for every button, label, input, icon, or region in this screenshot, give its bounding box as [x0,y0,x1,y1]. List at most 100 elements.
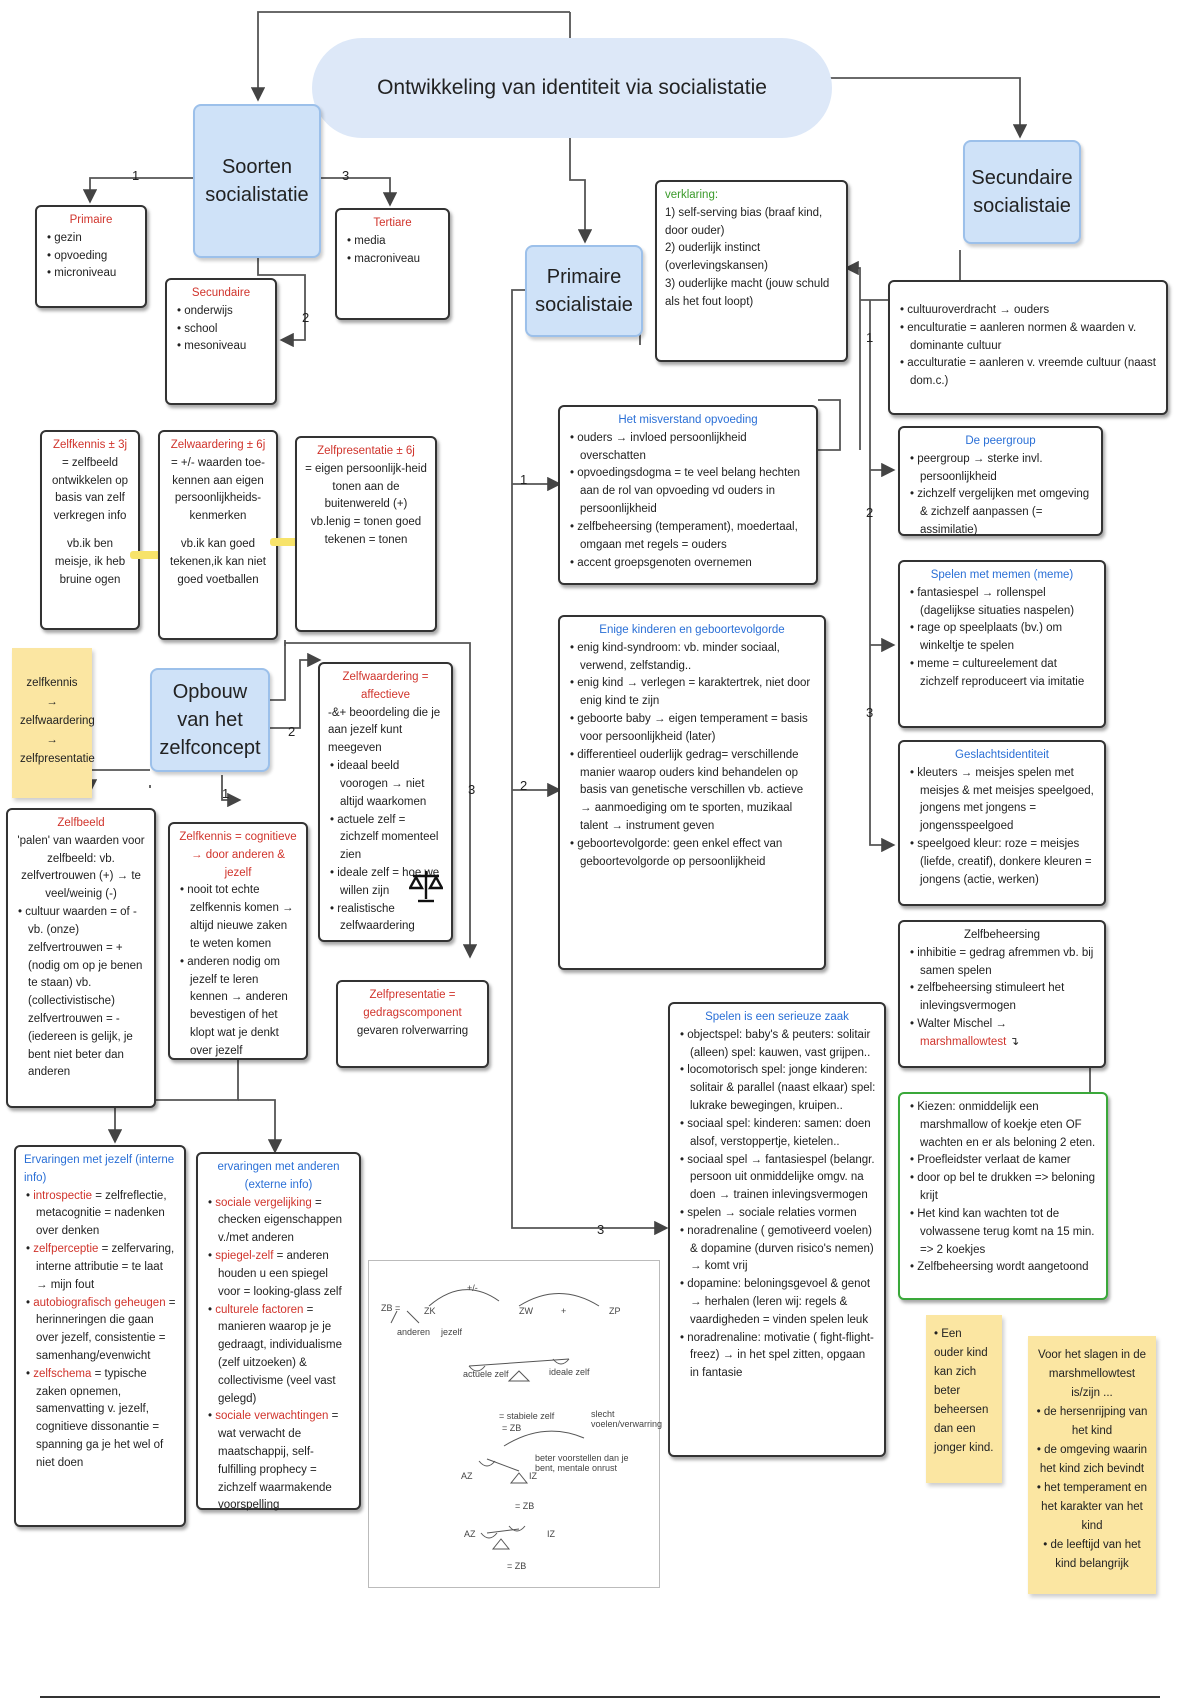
secundaire-hub-title: Secundaire socialistaie [971,167,1073,217]
sketch-label: IZ [529,1471,537,1481]
sketch-panel: ZB = ZK +/- ZW + ZP anderen jezelf actue… [368,1260,663,1588]
tertiaire-item: media [345,233,440,251]
branch-number: 2 [520,778,528,793]
marsh-item: Zelfbeheersing wordt aangetoond [908,1259,1098,1277]
misverstand-item: ouders → invloed persoonlijkheid oversch… [568,430,808,466]
zp-gedrag-text: gevaren rolverwarring [356,1024,469,1037]
branch-number: 1 [222,786,230,801]
note-slagen: Voor het slagen in de marshmellowtest is… [1028,1336,1156,1594]
scale-icon [409,871,443,903]
enige-item: differentieel ouderlijk gedrag= verschil… [568,747,816,836]
sketch-label: + [561,1306,567,1316]
sketch-label: slecht voelen/verwarring [591,1409,663,1429]
zelfpresentatie-example: vb.lenig = tonen goed tekenen = tonen [310,516,422,547]
ervaring-item: culturele factoren = manieren waarop je … [206,1302,351,1409]
zelfkennis-text: = zelfbeeld ontwikkelen op basis van zel… [51,456,129,523]
misverstand-title: Het misverstand opvoeding [618,414,758,426]
zelfbeheersing-item: zelfbeheersing stimuleert het inlevingsv… [908,980,1096,1016]
ervaring-item: autobiografisch geheugen = herinneringen… [24,1295,176,1366]
note-slagen-item: • het temperament en het karakter van he… [1036,1481,1148,1532]
ervaringen-jezelf-title: Ervaringen met jezelf (interne info) [24,1154,175,1184]
misverstand-item: accent groepsgenoten overnemen [568,555,808,573]
zelfpresentatie-box: Zelfpresentatie ± 6j = eigen persoonlijk… [295,436,437,632]
ervaringen-jezelf-box: Ervaringen met jezelf (interne info) int… [14,1145,186,1527]
cultuur-item: cultuuroverdracht → ouders [898,302,1158,320]
zw-affectief-lead: -&+ beoordeling die je aan jezelf kunt m… [328,706,441,755]
zelfpresentatie-gedrag-box: Zelfpresentatie = gedragscomponent gevar… [336,980,489,1068]
ervaring-rest: = zelfreflectie, metacognitie = nadenken… [36,1189,167,1238]
note-slagen-text: het temperament en het karakter van het … [1041,1481,1148,1532]
zelfwaardering-title: Zelwaardering ± 6j [170,439,266,451]
zelfbeeld-text: 'palen' van waarden voor zelfbeeld: vb. … [17,834,145,901]
ervaring-item: spiegel-zelf = anderen houden u een spie… [206,1248,351,1301]
link-tie [130,551,164,559]
geslacht-title: Geslachtsidentiteit [955,749,1049,761]
secundaire-hub: Secundaire socialistaie [963,140,1081,244]
primaire-item: opvoeding [45,248,137,266]
peergroup-title: De peergroup [965,435,1036,447]
marsh-item: Kiezen: onmiddelijk een marshmallow of k… [908,1099,1098,1152]
spelen-item: sociaal spel → fantasiespel (belangr. pe… [678,1152,876,1205]
zw-affectief-title: Zelfwaardering = affectieve [342,671,429,701]
zelfbeeld-title: Zelfbeeld [57,817,105,829]
zw-affectief-item: actuele zelf = zichzelf momenteel zien [328,812,443,865]
sticky-order-note: zelfkennis → zelfwaardering → zelfpresen… [12,648,95,798]
ervaring-key: zelfperceptie [33,1243,99,1256]
note-slagen-text: de leeftijd van het kind belangrijk [1050,1538,1141,1570]
memen-item: meme = cultureelement dat zichzelf repro… [908,656,1096,692]
zelfpresentatie-title: Zelfpresentatie ± 6j [317,445,415,457]
ervaring-item: zelfschema = typische zaken opnemen, sam… [24,1366,176,1473]
zelfbeeld-box: Zelfbeeld 'palen' van waarden voor zelfb… [6,808,156,1108]
enige-item: enig kind → verlegen = karaktertrek, nie… [568,675,816,711]
ervaring-rest: = anderen houden u een spiegel voor = lo… [218,1250,342,1298]
opbouw-title: Opbouw van het zelfconcept [159,681,261,759]
ervaring-rest: = wat verwacht de maatschappij, self-ful… [218,1410,339,1512]
tertiaire-box: Tertiare media macroniveau [335,208,450,320]
geslacht-box: Geslachtsidentiteit kleuters → meisjes s… [898,740,1106,906]
sketch-label: ZW [519,1306,533,1316]
zelfwaardering-text: = +/- waarden toe-kennen aan eigen perso… [171,456,265,523]
zelfwaardering-affectief-box: Zelfwaardering = affectieve -&+ beoordel… [318,662,453,942]
verklaring-item: 3) ouderlijke macht (jouw schuld als het… [665,278,830,308]
ervaring-rest: = manieren waarop je je gedraagt, indivi… [218,1303,343,1405]
primaire-item: gezin [45,230,137,248]
spelen-item: locomotorisch spel: jonge kinderen: soli… [678,1062,876,1115]
enige-item: geboortevolgorde: geen enkel effect van … [568,836,816,872]
sketch-label: actuele zelf [463,1369,509,1379]
primaire-hub: Primaire socialistaie [525,245,643,337]
main-title-text: Ontwikkeling van identiteit via socialis… [377,76,767,99]
secundaire-box: Secundaire onderwijs school mesoniveau [165,278,277,405]
zelfwaardering-example: vb.ik kan goed tekenen,ik kan niet goed … [170,538,266,586]
memen-item: fantasiespel → rollenspel (dagelijkse si… [908,585,1096,621]
zk-cognitief-title: Zelfkennis = cognitieve → door anderen &… [179,831,297,879]
sketch-label: jezelf [441,1327,463,1337]
zb-last-prefix: Walter Mischel → [917,1018,1007,1031]
primaire-box: Primaire gezin opvoeding microniveau [35,205,147,308]
sketch-label: AZ [461,1471,473,1481]
cultuur-item: enculturatie = aanleren normen & waarden… [898,320,1158,356]
sketch-label: ZP [609,1306,621,1316]
branch-number: 2 [288,724,296,739]
zk-cognitief-item: anderen nodig om jezelf te leren kennen … [178,954,298,1061]
branch-number: 3 [866,705,874,720]
sketch-drawing [390,1289,600,1550]
verklaring-item: 2) ouderlijk instinct (overlevingskansen… [665,242,768,273]
zelfkennis-box: Zelfkennis ± 3j = zelfbeeld ontwikkelen … [40,430,140,630]
ervaring-item: sociale verwachtingen = wat verwacht de … [206,1408,351,1515]
ervaring-item: sociale vergelijking = checken eigenscha… [206,1195,351,1248]
zelfkennis-example: vb.ik ben meisje, ik heb bruine ogen [54,538,126,586]
enige-item: enig kind-syndroom: vb. minder sociaal, … [568,640,816,676]
tertiaire-item: macroniveau [345,251,440,269]
ervaringen-anderen-box: ervaringen met anderen (externe info) so… [196,1152,361,1511]
branch-number: 3 [342,168,350,183]
secundaire-title: Secundaire [191,287,251,299]
zelfbeheersing-box: Zelfbeheersing inhibitie = gedrag afremm… [898,920,1106,1068]
zp-gedrag-title: Zelfpresentatie = gedragscomponent [363,989,462,1019]
ervaring-rest: = checken eigenschappen v./met anderen [218,1196,343,1245]
spelen-item: dopamine: beloningsgevoel & genot → herh… [678,1276,876,1329]
zelfbeheersing-item: inhibitie = gedrag afremmen vb. bij same… [908,945,1096,981]
zelfbeheersing-item: Walter Mischel → marshmallowtest ↴ [908,1016,1096,1052]
spelen-box: Spelen is een serieuze zaak objectspel: … [668,1002,886,1457]
note-ouder-text: • Een ouder kind kan zich beter beheerse… [934,1328,994,1454]
sketch-label: anderen [397,1327,431,1337]
